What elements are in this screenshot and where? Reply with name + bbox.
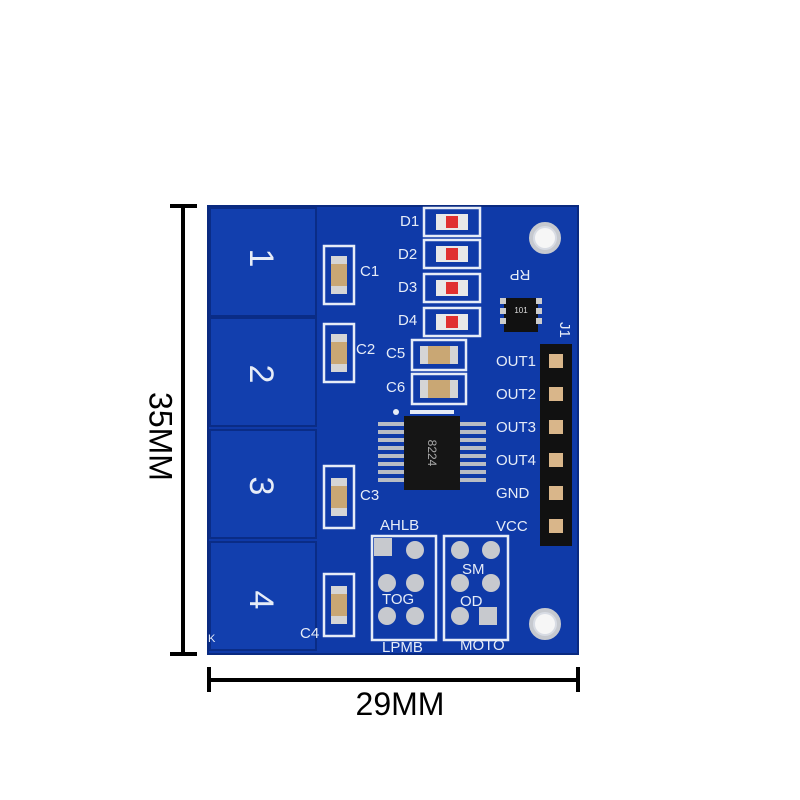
pad-label-2: 2 [242, 365, 280, 384]
corner-mark: K [208, 633, 216, 645]
pad-label-3: 3 [242, 477, 280, 496]
jumper-block-right [442, 534, 510, 642]
touch-pads [209, 207, 317, 651]
label-sm: SM [462, 561, 485, 578]
label-tog: TOG [382, 591, 414, 608]
label-d3: D3 [398, 279, 417, 296]
label-c1: C1 [360, 263, 379, 280]
mounting-holes [529, 222, 561, 640]
capacitor-c5 [410, 338, 468, 372]
pad-label-4: 4 [242, 591, 280, 610]
label-c4: C4 [300, 625, 319, 642]
pin-header [540, 344, 572, 546]
label-d4: D4 [398, 312, 417, 329]
pin-label-out4: OUT4 [496, 452, 536, 469]
label-d1: D1 [400, 213, 419, 230]
led-d2 [422, 238, 482, 270]
resistor-code: 101 [514, 306, 528, 315]
chip-label: 8224 [425, 440, 439, 467]
capacitor-c3 [322, 464, 356, 530]
label-d2: D2 [398, 246, 417, 263]
capacitor-c4 [322, 572, 356, 638]
pin-label-vcc: VCC [496, 518, 528, 535]
jumper-block-left [370, 534, 438, 642]
led-d4 [422, 306, 482, 338]
label-c6: C6 [386, 379, 405, 396]
label-c5: C5 [386, 345, 405, 362]
label-od: OD [460, 593, 483, 610]
label-rp: RP [510, 266, 531, 283]
pin-label-out1: OUT1 [496, 353, 536, 370]
capacitor-c2 [322, 322, 356, 384]
capacitor-c6 [410, 372, 468, 406]
label-ahlb: AHLB [380, 517, 419, 534]
pin-label-out3: OUT3 [496, 419, 536, 436]
capacitor-c1 [322, 244, 356, 306]
pad-label-1: 1 [242, 249, 280, 268]
ic-chip: 8224 [378, 410, 486, 490]
label-j1: J1 [556, 322, 573, 338]
label-lpmb: LPMB [382, 639, 423, 656]
width-dimension-line [207, 667, 580, 692]
led-d3 [422, 272, 482, 304]
label-c3: C3 [360, 487, 379, 504]
label-moto: MOTO [460, 637, 505, 654]
width-dimension-label: 29MM [355, 686, 445, 722]
pin-label-gnd: GND [496, 485, 530, 502]
height-dimension-line [170, 204, 197, 656]
resistor-network: 101 [500, 298, 542, 332]
pin-label-out2: OUT2 [496, 386, 536, 403]
led-d1 [422, 206, 482, 238]
label-c2: C2 [356, 341, 375, 358]
